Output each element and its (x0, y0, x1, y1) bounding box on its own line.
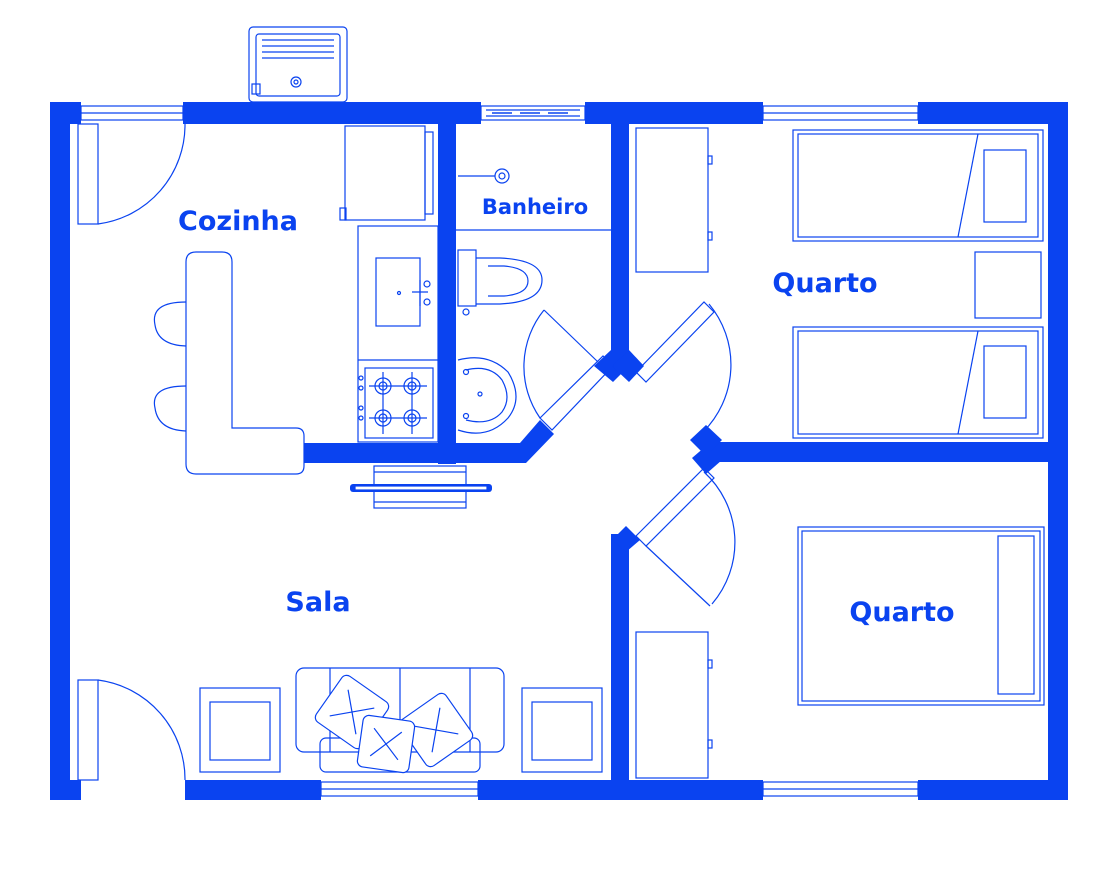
room-label-kitchen: Cozinha (178, 206, 298, 237)
fridge-icon (339, 125, 434, 221)
room-label-living: Sala (285, 587, 350, 618)
room-label-bedroom-top: Quarto (772, 268, 877, 299)
sink-icon (375, 257, 431, 327)
sofa-icon (295, 667, 505, 774)
nightstand-icon (974, 251, 1042, 319)
armchair-icon (521, 687, 603, 773)
laundry-tank-icon (248, 26, 348, 103)
stove-icon (358, 367, 434, 439)
breakfast-bar (153, 251, 305, 475)
window-icon (80, 105, 919, 797)
room-label-bedroom-bottom: Quarto (849, 597, 954, 628)
bed-icon (797, 526, 1045, 706)
wardrobe-icon (635, 631, 713, 779)
walls (50, 102, 1068, 800)
wardrobe-icon (635, 127, 713, 273)
room-label-bathroom: Banheiro (482, 195, 588, 219)
shower-icon (456, 168, 611, 231)
door-icon (77, 123, 736, 781)
kitchen-counter (357, 225, 439, 443)
bed-icon (792, 326, 1044, 439)
washbasin-icon (457, 357, 517, 434)
bed-icon (792, 129, 1044, 242)
toilet-icon (457, 249, 543, 316)
armchair-icon (199, 687, 281, 773)
tv-icon (350, 465, 492, 509)
